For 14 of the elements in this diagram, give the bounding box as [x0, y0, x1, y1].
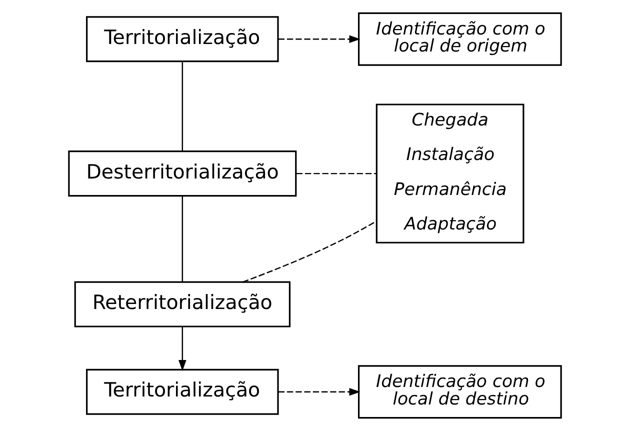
arrow — [278, 388, 360, 396]
connector — [181, 62, 183, 152]
node-box: Territorialização — [86, 16, 278, 62]
connector — [242, 220, 376, 283]
arrow — [278, 35, 360, 44]
node-box: Identificação com o local de origem — [357, 12, 562, 66]
node-box: Chegada Instalação Permanência Adaptação — [375, 104, 524, 244]
node-box: Reterritorialização — [74, 281, 290, 328]
connector — [181, 196, 183, 282]
connector — [296, 172, 376, 174]
node-box: Territorialização — [86, 368, 278, 415]
arrow — [178, 326, 186, 372]
node-box: Desterritorialização — [68, 150, 296, 197]
node-box: Identificação com o local de destino — [357, 365, 562, 419]
